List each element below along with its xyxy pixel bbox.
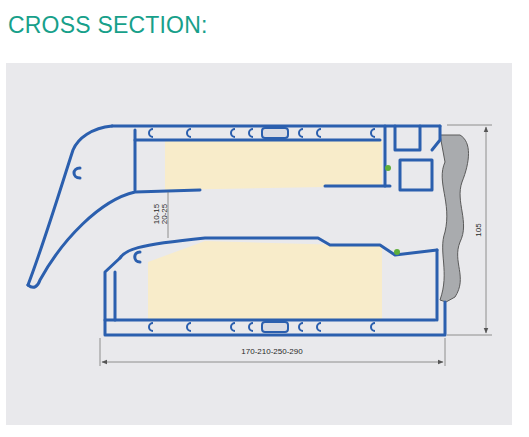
clip-channel — [371, 129, 375, 137]
connector-piece — [262, 322, 288, 332]
insulation-lower — [148, 241, 382, 320]
connector-piece — [262, 128, 288, 138]
clip-channel — [317, 323, 321, 331]
clip-channel — [187, 323, 191, 331]
clip-channel — [299, 323, 303, 331]
clip-channel — [187, 129, 191, 137]
clip-channel — [149, 129, 153, 137]
dimension-label: 170-210-250-290 — [241, 348, 302, 356]
clip-channel — [231, 323, 235, 331]
seal-dot — [394, 249, 400, 255]
insulation-upper — [165, 141, 382, 190]
dimension-lines — [100, 125, 492, 366]
clip-channel — [371, 323, 375, 331]
upper-profile — [28, 126, 440, 287]
panel — [6, 63, 512, 425]
seal-dot — [385, 165, 391, 171]
lower-profile — [105, 238, 445, 335]
clip-channel — [231, 129, 235, 137]
seal-gasket — [440, 135, 469, 302]
clip-channel — [249, 323, 253, 331]
dimension-label: 10-15 — [153, 204, 161, 224]
clip-channel — [249, 129, 253, 137]
clip-channel — [317, 129, 321, 137]
clip-channel — [149, 323, 153, 331]
dimension-label: 105 — [475, 223, 483, 236]
dimension-label: 20-25 — [161, 204, 169, 224]
title: CROSS SECTION: — [8, 12, 208, 39]
clip-channel — [299, 129, 303, 137]
